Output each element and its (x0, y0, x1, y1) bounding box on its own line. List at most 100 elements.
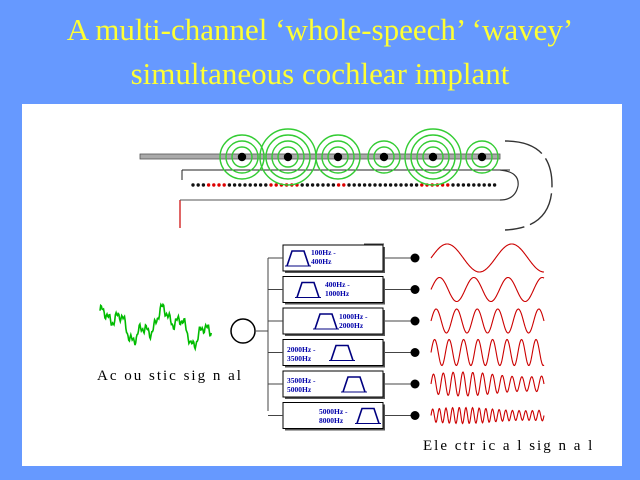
hair-cell-dot (404, 183, 408, 187)
hair-cell-dot (227, 183, 232, 187)
hair-cell-dot (253, 183, 258, 187)
hair-cell-dot (248, 183, 252, 187)
electrode-array (139, 128, 553, 231)
hair-cell-dot (446, 183, 450, 187)
hair-cell-dot (264, 183, 268, 187)
electrical-wave (430, 371, 545, 397)
filter-output-node (410, 348, 420, 357)
electrode-carrier (139, 153, 501, 160)
filter-output-node (410, 285, 420, 294)
stimulation-ring (277, 146, 299, 168)
bandpass-icon (356, 407, 380, 424)
electrode-contact (379, 152, 389, 162)
stimulation-ring (404, 128, 462, 186)
filter-boxes (268, 244, 420, 431)
stimulation-ring (367, 140, 401, 174)
filter-range-label: 5000Hz - 8000Hz (319, 406, 348, 425)
hair-cell-dot (316, 183, 320, 187)
slide-title-line-2: simultaneous cochlear implant (130, 56, 510, 91)
electrode-contact (283, 152, 293, 162)
filter-output-node (410, 316, 420, 326)
electrical-wave (430, 308, 545, 334)
hair-cell-dot (368, 183, 372, 187)
filter-range-label: 2000Hz - 3500Hz (287, 344, 316, 363)
stimulation-ring (219, 134, 265, 180)
electrode-contact (237, 152, 247, 162)
hair-cell-dot (347, 183, 351, 187)
hair-cell-dot (222, 183, 226, 187)
hair-cell-dot (492, 183, 497, 187)
electrical-wave (430, 276, 545, 303)
hair-cell-dot (378, 183, 382, 187)
hair-cell-dot (456, 183, 460, 187)
electrode-contact (333, 152, 343, 162)
hair-cell-dot (373, 183, 377, 187)
hair-cell-dot (342, 183, 346, 187)
filter-box (282, 370, 384, 398)
hair-cell-dot (331, 183, 336, 187)
hair-cell-dot (336, 183, 341, 187)
bandpass-icon (314, 313, 338, 330)
stimulation-ring (265, 134, 311, 180)
hair-cell-dot (487, 183, 492, 187)
filter-range-label: 1000Hz - 2000Hz (339, 312, 368, 330)
hair-cell-dot (472, 183, 476, 187)
stimulation-ring (231, 146, 253, 168)
slide-title-line-1: A multi-channel ‘whole-speech’ ‘wavey’ (66, 12, 574, 47)
hair-cell-dot (383, 183, 388, 187)
stimulation-ring (465, 140, 499, 174)
hair-cell-dot (206, 183, 211, 187)
hair-cell-dot (420, 183, 424, 187)
electrode-contact (428, 152, 438, 162)
hair-cell-dot (300, 183, 304, 187)
electrical-wave (430, 243, 544, 273)
hair-cell-dot (269, 183, 273, 187)
hair-cell-dot (326, 183, 330, 187)
stimulation-ring (327, 146, 349, 168)
hair-cell-dot (414, 183, 419, 187)
hair-cell-dot (399, 183, 403, 187)
filter-bank-wiring (230, 243, 384, 411)
filter-box (282, 244, 384, 272)
hair-cell-dot (217, 183, 221, 187)
bandpass-icon (286, 250, 310, 267)
acoustic-waveform (99, 302, 213, 352)
hair-cell-dot (243, 183, 247, 187)
stimulation-ring (410, 134, 456, 180)
hair-cell-dot (238, 183, 242, 187)
electrical-wave (430, 338, 545, 367)
bandpass-icon (342, 376, 366, 393)
electrical-signal-label: Ele ctr ic a l sig n a l (423, 438, 595, 454)
cochlea-apex-outer (504, 140, 553, 231)
microphone-icon (230, 318, 256, 344)
hair-cell-dot (321, 183, 325, 187)
hair-cell-dots (191, 183, 497, 187)
hair-cell-dot (388, 183, 393, 187)
hair-cell-dot (196, 183, 200, 187)
hair-cell-dot (451, 183, 455, 187)
hair-cell-dot (352, 183, 356, 187)
stimulation-ring (315, 134, 361, 180)
bandpass-icon (296, 281, 320, 298)
electrical-wave (430, 406, 545, 425)
stimulation-ring (271, 140, 305, 174)
stimulation-ring (422, 146, 444, 168)
filter-output-node (410, 411, 420, 420)
electrical-waveforms (430, 243, 545, 425)
filter-box (282, 307, 384, 335)
acoustic-wave (99, 302, 213, 352)
stimulation-ring (416, 140, 450, 174)
filter-output-node (410, 379, 420, 389)
hair-cell-dot (212, 183, 216, 187)
hair-cell-dot (357, 183, 362, 187)
cochlea-apex-inner (499, 169, 519, 201)
hair-cell-dot (409, 183, 414, 187)
filter-range-label: 3500Hz - 5000Hz (287, 376, 316, 394)
hair-cell-dot (461, 183, 466, 187)
electrode-contact (477, 152, 487, 162)
bandpass-icon (330, 344, 354, 361)
hair-cell-dot (305, 183, 310, 187)
filter-range-label: 100Hz - 400Hz (311, 248, 336, 266)
hair-cell-dot (258, 183, 263, 187)
hair-cell-dot (466, 183, 471, 187)
